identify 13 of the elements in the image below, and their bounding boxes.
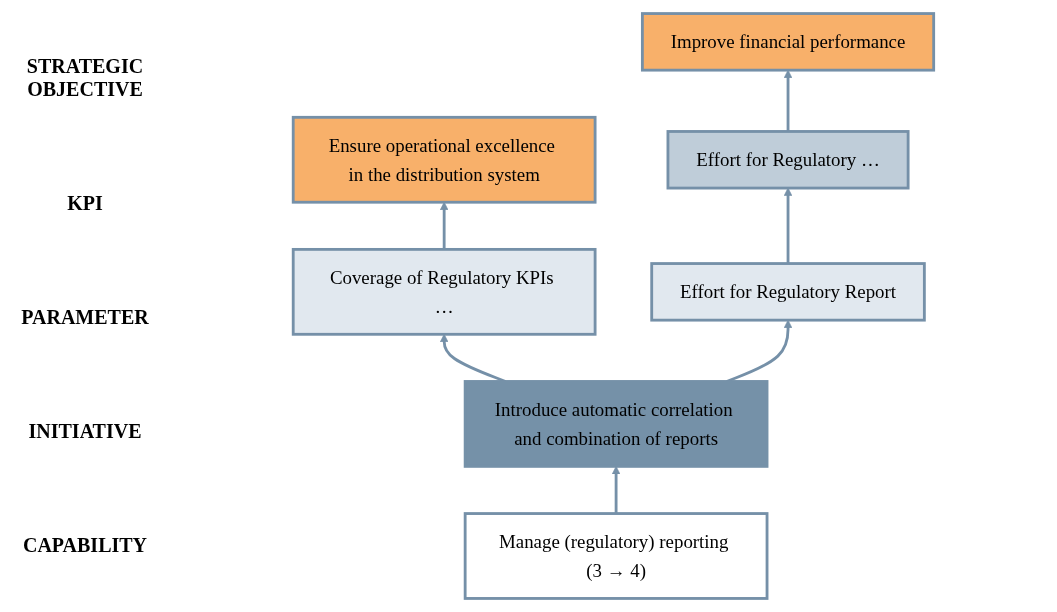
- node-box: Manage (regulatory) reporting (3 → 4): [463, 512, 769, 600]
- node-box: Introduce automatic correlation and combination of reports: [463, 380, 769, 468]
- node-box: Ensure operational excellence in the distribution system: [291, 115, 597, 204]
- row-label: STRATEGIC OBJECTIVE: [25, 55, 145, 102]
- node-box: Coverage of Regulatory KPIs …: [291, 248, 597, 336]
- node-box: Effort for Regulatory Report: [650, 262, 926, 322]
- node-box: Effort for Regulatory …: [666, 130, 910, 190]
- row-label: KPI: [66, 192, 104, 216]
- row-label: PARAMETER: [20, 306, 150, 329]
- node-box: Improve financial performance: [641, 12, 936, 72]
- row-label: CAPABILITY: [21, 533, 149, 557]
- arrow: [612, 466, 621, 514]
- row-label: INITIATIVE: [27, 419, 143, 443]
